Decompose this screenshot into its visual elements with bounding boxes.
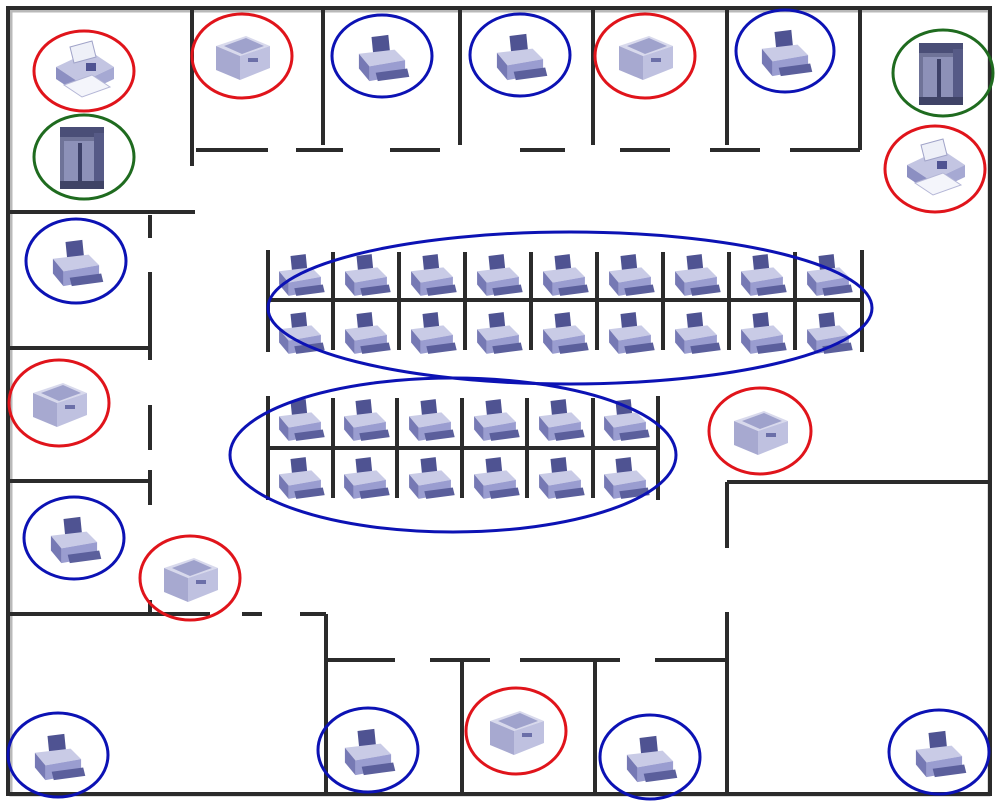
device-highlight-circle [707,386,813,476]
cubicle-walls-upper [266,250,864,352]
device-highlight-circle [734,8,836,94]
multifunction-printer-icon [490,711,544,755]
fax-machine-icon [906,138,966,196]
desk-printer-icon [411,254,457,296]
desk-printer-grid [279,254,853,499]
device-highlight-circle [190,12,294,100]
desktop-printer-icon [34,733,86,781]
floor-copier-icon [60,127,104,189]
multifunction-printer-icon [619,36,673,80]
device-highlight-circle [330,13,434,99]
desk-printer-icon [477,254,523,296]
desktop-printer-icon [50,516,102,564]
device-highlight-circle [891,28,995,118]
multifunction-printer-icon [164,558,218,602]
device-highlight-circle [598,713,702,801]
desk-printer-icon [609,254,655,296]
desktop-printer-icon [358,34,410,82]
printer-group-ellipse-lower [228,376,678,534]
cubicle-walls-lower [266,396,660,500]
desk-printer-icon [279,254,325,296]
desk-printer-icon [741,312,787,354]
desk-printer-icon [543,254,589,296]
desktop-printer-icon [52,239,104,287]
device-highlight-circle [464,686,568,776]
desk-printer-icon [344,399,390,441]
desk-printer-icon [539,399,585,441]
desk-printer-icon [474,399,520,441]
device-highlight-circle [7,358,111,448]
device-highlight-circle [593,12,697,100]
desk-printer-icon [345,312,391,354]
desk-printer-icon [474,457,520,499]
desk-printer-icon [409,399,455,441]
device-highlight-circle [24,217,128,305]
printer-group-ellipse-upper [266,230,874,386]
desk-printer-icon [345,254,391,296]
desk-printer-icon [279,457,325,499]
device-highlight-circle [22,495,126,581]
device-highlight-circle [6,711,110,799]
desk-printer-icon [604,457,650,499]
desk-printer-icon [411,312,457,354]
device-highlight-circle [883,124,987,214]
desk-printer-icon [344,457,390,499]
desktop-printer-icon [761,29,813,77]
desk-printer-icon [807,254,853,296]
device-highlight-circle [887,708,991,796]
device-highlight-circle [138,534,242,622]
desk-printer-icon [409,457,455,499]
desk-printer-icon [609,312,655,354]
desk-printer-icon [675,254,721,296]
floor-copier-icon [919,43,963,105]
device-highlight-circle [316,706,420,794]
fax-machine-icon [55,40,115,98]
multifunction-printer-icon [734,411,788,455]
desktop-printer-icon [344,728,396,776]
multifunction-printer-icon [216,36,270,80]
desk-printer-icon [675,312,721,354]
multifunction-printer-icon [33,383,87,427]
desktop-printer-icon [626,735,678,783]
desk-printer-icon [477,312,523,354]
device-highlight-circle [32,113,136,201]
room-devices [6,8,995,801]
desk-printer-icon [539,457,585,499]
desk-printer-icon [543,312,589,354]
device-highlight-circle [32,29,136,113]
desktop-printer-icon [496,33,548,81]
desktop-printer-icon [915,730,967,778]
desk-printer-icon [741,254,787,296]
device-highlight-circle [468,12,572,98]
